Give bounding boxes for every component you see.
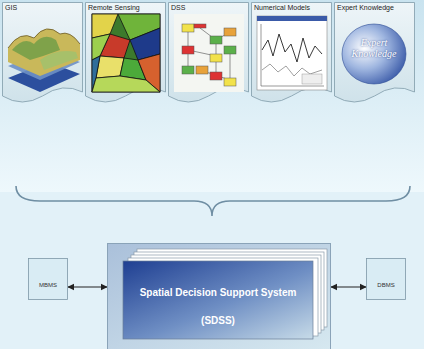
double-arrow: [68, 286, 107, 287]
node-outline: [2, 2, 83, 104]
document-title: GIS: [5, 4, 17, 11]
box-outline: [29, 259, 68, 300]
script-text: Expert Knowledge: [351, 38, 397, 59]
document-shape: [169, 3, 249, 103]
document-title: Numerical Models: [254, 4, 310, 11]
box-label: DBMS: [366, 282, 406, 288]
remote-sensing-image: [92, 14, 160, 92]
node-outline: [366, 258, 406, 300]
remote-sensing-document: Remote Sensing: [85, 2, 166, 104]
sdss-text: Spatial Decision Support System: [123, 287, 313, 298]
dss-document: DSS: [168, 2, 249, 104]
gis-map-layers: [8, 29, 80, 92]
dss-flowchart: [174, 14, 244, 92]
node-outline: [85, 2, 166, 104]
document-title: Expert Knowledge: [337, 4, 394, 11]
front-page: [123, 261, 313, 339]
document-title: DSS: [171, 4, 185, 11]
node-outline: [168, 2, 249, 104]
mbms-box: MBMS: [28, 258, 68, 300]
sdss-text: (SDSS): [123, 315, 313, 326]
dbms-box: DBMS: [366, 258, 406, 300]
expert-knowledge-oval: [342, 24, 406, 84]
document-shape: [252, 3, 332, 103]
sdss-panel: [108, 244, 331, 349]
numerical-models-document: Numerical Models: [251, 2, 332, 104]
sdss-box: Spatial Decision Support System (SDSS): [107, 243, 331, 349]
document-shape: [86, 3, 166, 103]
gis-document: GIS: [2, 2, 83, 104]
document-shape: [335, 3, 415, 103]
numerical-model-chart: [257, 16, 327, 90]
box-outline: [367, 259, 406, 300]
double-arrow: [331, 286, 366, 287]
document-shape: [3, 3, 83, 103]
document-title: Remote Sensing: [88, 4, 140, 11]
node-outline: [28, 258, 68, 300]
node-outline: [251, 2, 332, 104]
box-label: MBMS: [28, 282, 68, 288]
expert-knowledge-document: Expert KnowledgeExpert Knowledge: [334, 2, 415, 104]
top-panel: [0, 0, 424, 192]
curly-brace: [16, 186, 410, 216]
